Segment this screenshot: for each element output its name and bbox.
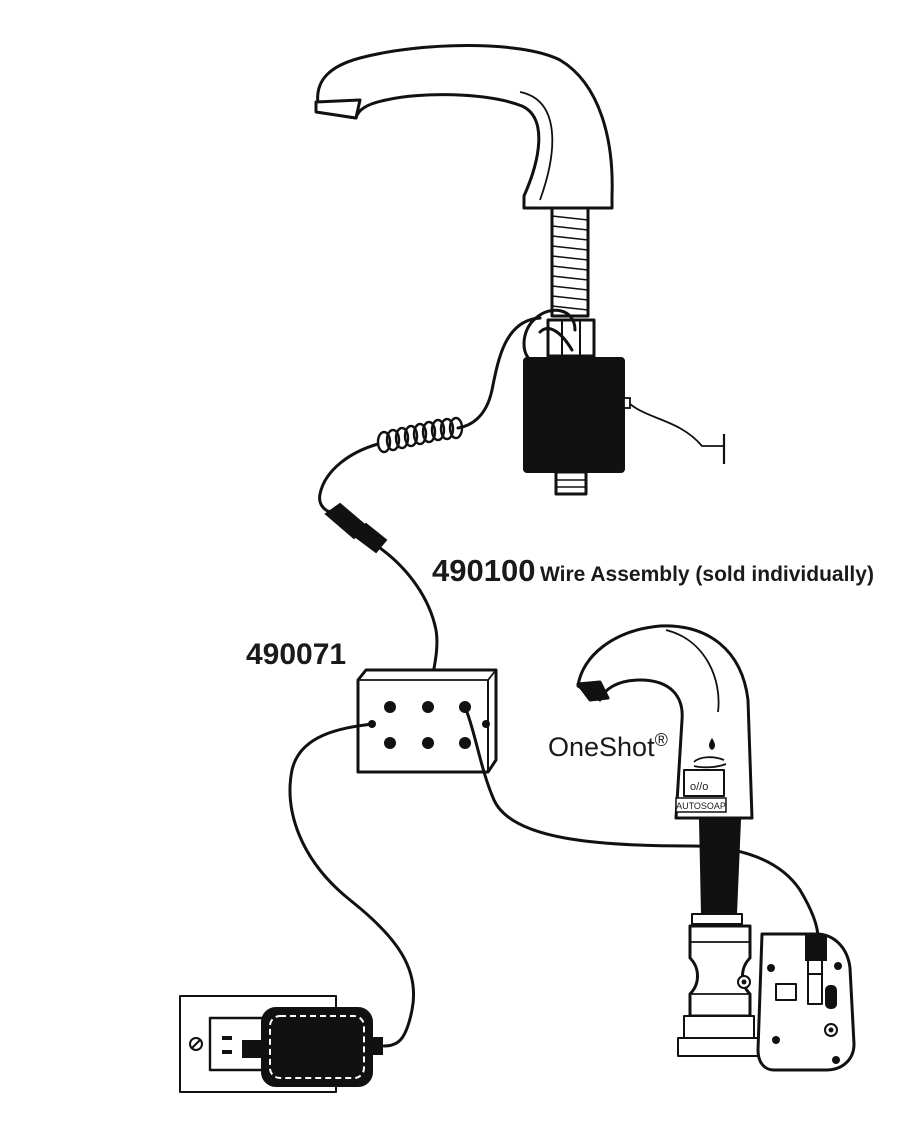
soap-spout [576, 624, 754, 820]
shank-threads [551, 215, 589, 311]
soap-sensor-window [683, 769, 725, 797]
control-box-490071 [356, 668, 498, 774]
soap-brand-mark: ® [655, 730, 668, 750]
svg-text:o//o: o//o [690, 781, 708, 793]
power-cable [288, 722, 416, 1048]
autosoap-badge-text: AUTOSOAP [676, 801, 726, 811]
autosoap-badge [675, 797, 727, 813]
module-connector [805, 935, 827, 961]
soap-shank [698, 819, 742, 915]
hand-drop-icon [693, 738, 727, 769]
soap-brand-label: OneShot® [548, 730, 668, 762]
supply-hose [629, 403, 724, 447]
soap-brand-name: OneShot [548, 732, 655, 762]
wire-part-number: 490100 [432, 553, 535, 588]
inline-connector [324, 502, 388, 554]
soap-nozzle [576, 680, 610, 702]
faucet-spout-tip [314, 98, 362, 120]
soap-pump-body [688, 924, 752, 1018]
solenoid-valve-box [523, 357, 625, 473]
coiled-cable-section [376, 416, 464, 454]
power-adapter [242, 1007, 383, 1087]
sensor-faucet [314, 44, 726, 496]
soap-dispenser-cable [463, 705, 820, 940]
oneshot-soap-dispenser: o//o AUTOSOAP [576, 624, 856, 1072]
box-part-number: 490071 [246, 638, 346, 671]
solenoid-bottom-fitting [554, 470, 588, 496]
faucet-spout [316, 44, 614, 210]
wire-description: Wire Assembly (sold individually) [540, 563, 874, 586]
faucet-sensor-cable [318, 316, 542, 554]
